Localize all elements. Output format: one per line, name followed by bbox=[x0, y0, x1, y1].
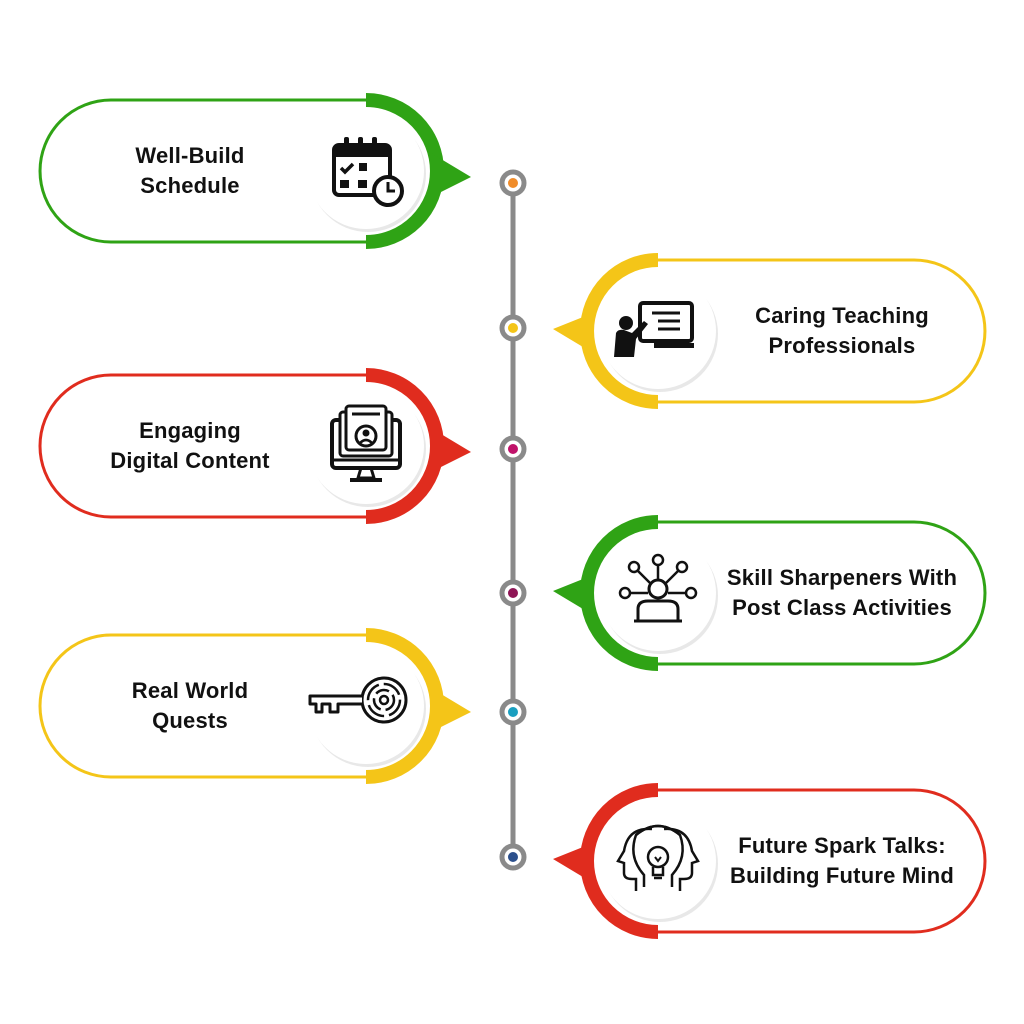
timeline-node-dot bbox=[508, 178, 518, 188]
step-card-outline bbox=[38, 98, 366, 244]
timeline-step bbox=[553, 253, 987, 409]
step-pointer bbox=[431, 428, 471, 472]
monitor-user-icon bbox=[330, 404, 402, 482]
step-card-outline bbox=[658, 258, 987, 404]
step-pointer bbox=[431, 688, 471, 732]
step-label-line-2: Professionals bbox=[768, 333, 916, 358]
step-label-line-1: Future Spark Talks: bbox=[738, 833, 946, 858]
step-label-line-2: Building Future Mind bbox=[730, 863, 954, 888]
step-label-line-1: Caring Teaching bbox=[755, 303, 929, 328]
step-pointer bbox=[553, 313, 593, 353]
step-label-line-2: Post Class Activities bbox=[732, 595, 952, 620]
step-label-line-2: Quests bbox=[152, 708, 228, 733]
timeline-node-dot bbox=[508, 323, 518, 333]
timeline-step bbox=[38, 628, 471, 784]
step-label-line-1: Engaging bbox=[139, 418, 241, 443]
timeline-node-dot bbox=[508, 707, 518, 717]
person-network-icon bbox=[618, 553, 698, 623]
step-label-line-1: Skill Sharpeners With bbox=[726, 565, 958, 590]
heads-lightbulb-icon bbox=[616, 824, 700, 891]
step-pointer bbox=[431, 153, 471, 197]
timeline-node-dot bbox=[508, 588, 518, 598]
step-label-line-1: Real World bbox=[131, 678, 249, 703]
step-card-outline bbox=[38, 373, 366, 519]
step-label-line-2: Digital Content bbox=[110, 448, 270, 473]
step-pointer bbox=[553, 575, 593, 615]
step-card-outline bbox=[658, 520, 987, 666]
step-label-line-1: Well-Build bbox=[135, 143, 245, 168]
step-card-outline bbox=[658, 788, 987, 934]
key-maze-icon bbox=[308, 676, 408, 724]
step-label-line-2: Schedule bbox=[140, 173, 240, 198]
step-label: Future Spark Talks: Building Future Mind bbox=[712, 831, 972, 891]
teacher-board-icon bbox=[614, 301, 694, 357]
timeline-node-dot bbox=[508, 444, 518, 454]
step-pointer bbox=[553, 843, 593, 883]
calendar-clock-icon bbox=[332, 137, 404, 207]
step-card-outline bbox=[38, 633, 366, 779]
timeline-node-dot bbox=[508, 852, 518, 862]
